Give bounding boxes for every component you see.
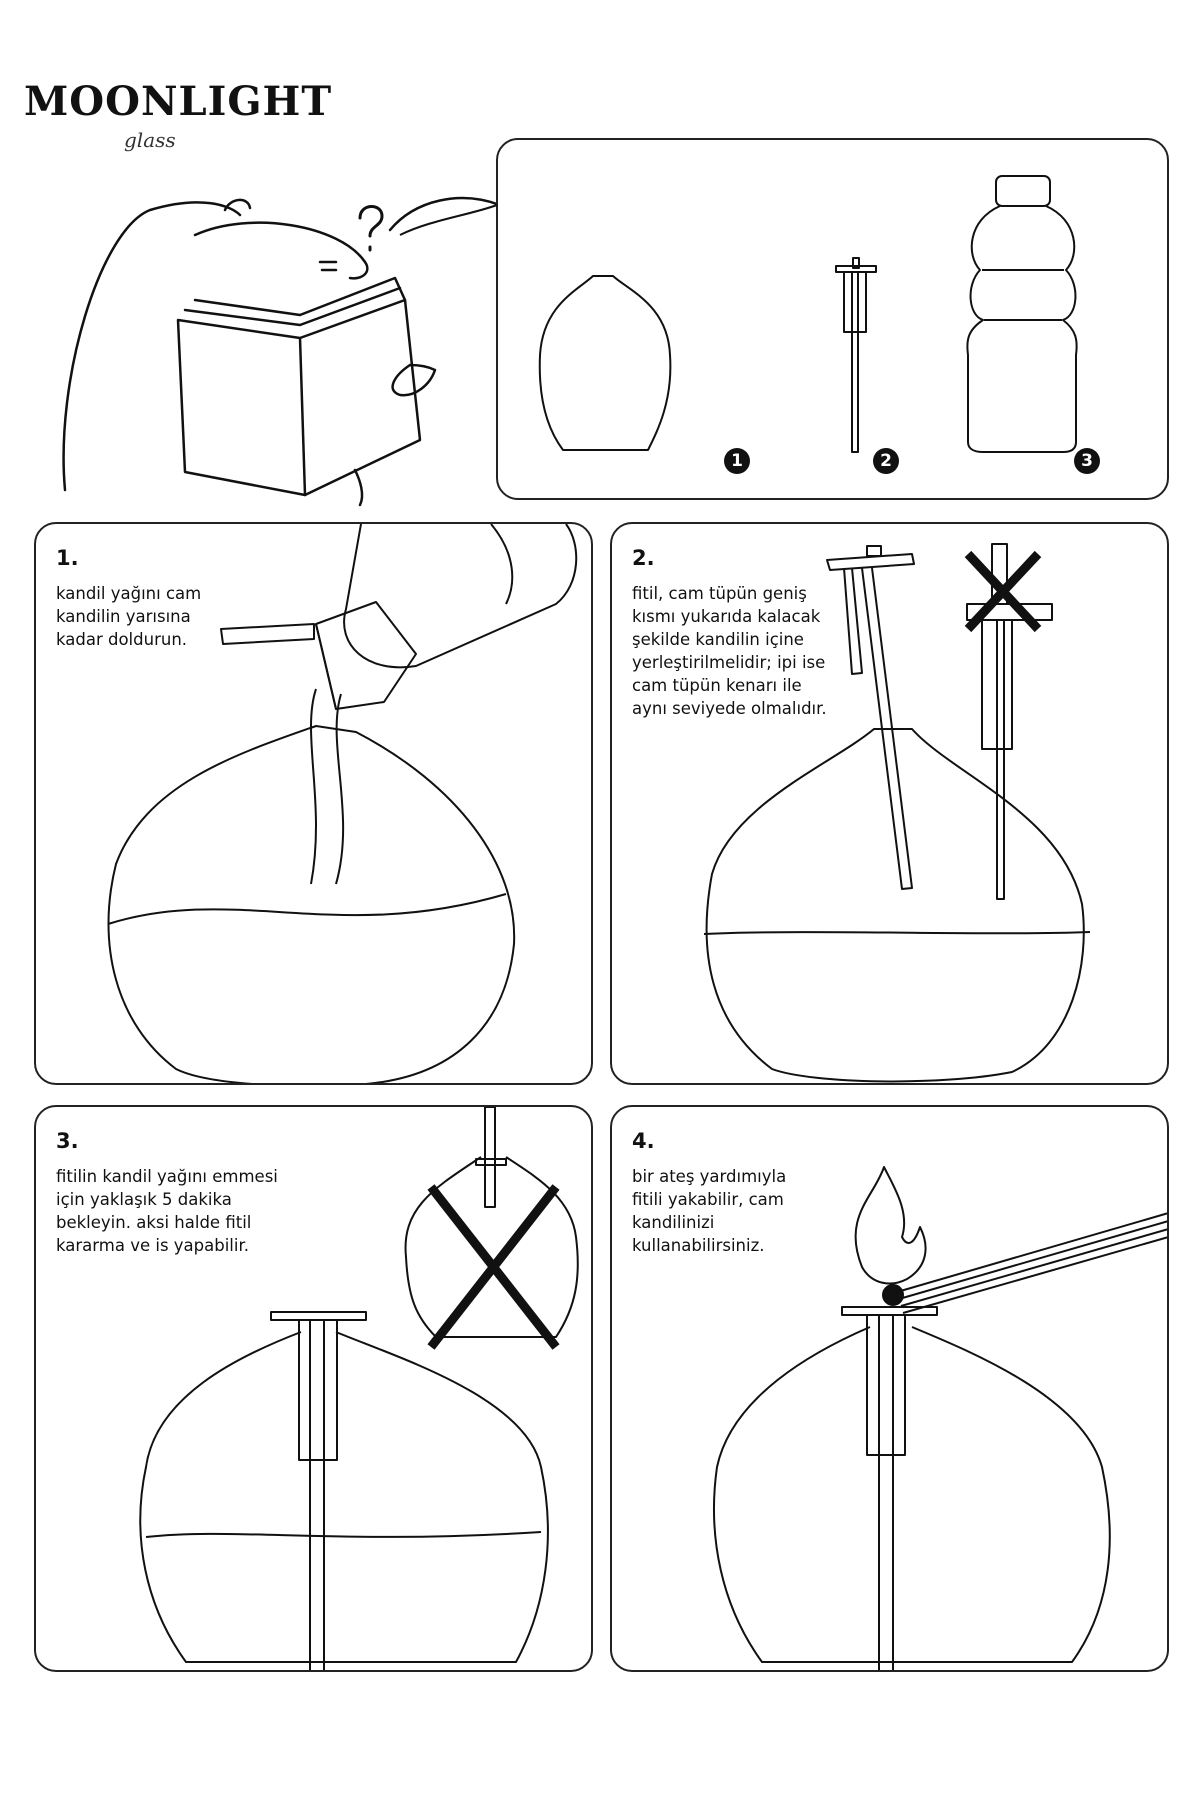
step-3-line: fitilin kandil yağını emmesi <box>56 1167 278 1186</box>
step-1-number: 1. <box>56 546 79 570</box>
step-2-text: fitil, cam tüpün geniş kısmı yukarıda ka… <box>632 582 882 720</box>
step-2-illustration <box>703 543 1091 1083</box>
step-3-text: fitilin kandil yağını emmesi için yaklaş… <box>56 1165 306 1257</box>
flame-icon <box>854 1166 927 1285</box>
step-4-text: bir ateş yardımıyla fitili yakabilir, ca… <box>632 1165 882 1257</box>
brand-sub: glass <box>124 128 176 152</box>
brand-logo: MOONLIGHT glass <box>24 78 333 153</box>
step-4-line: fitili yakabilir, cam <box>632 1190 784 1209</box>
step-1-panel: 1. kandil yağını cam kandilin yarısına k… <box>34 522 593 1085</box>
step-1-illustration <box>107 524 578 1083</box>
step-1-text: kandil yağını cam kandilin yarısına kada… <box>56 582 306 651</box>
step-4-line: kullanabilirsiniz. <box>632 1236 765 1255</box>
step-3-panel: 3. fitilin kandil yağını emmesi için yak… <box>34 1105 593 1672</box>
step-4-line: bir ateş yardımıyla <box>632 1167 787 1186</box>
step-3-line: kararma ve is yapabilir. <box>56 1236 249 1255</box>
marker-2: 2 <box>873 448 899 474</box>
step-3-line: için yaklaşık 5 dakika <box>56 1190 232 1209</box>
contents-speech-box: 1 2 3 <box>496 138 1169 500</box>
step-1-line: kandil yağını cam <box>56 584 202 603</box>
step-2-line: kısmı yukarıda kalacak <box>632 607 821 626</box>
step-3-illustration <box>139 1107 579 1670</box>
marker-1: 1 <box>724 448 750 474</box>
brand-name: MOONLIGHT <box>24 78 333 125</box>
step-2-line: yerleştirilmelidir; ipi ise <box>632 653 826 672</box>
tube-wick-icon <box>835 257 877 453</box>
step-4-panel: 4. bir ateş yardımıyla fitili yakabilir,… <box>610 1105 1169 1672</box>
step-3-line: bekleyin. aksi halde fitil <box>56 1213 252 1232</box>
step-4-illustration <box>713 1166 1167 1670</box>
lamp-icon <box>538 275 672 451</box>
step-4-number: 4. <box>632 1129 655 1153</box>
step-2-line: aynı seviyede olmalıdır. <box>632 699 827 718</box>
step-2-line: cam tüpün kenarı ile <box>632 676 802 695</box>
step-2-line: fitil, cam tüpün geniş <box>632 584 807 603</box>
step-2-number: 2. <box>632 546 655 570</box>
step-3-number: 3. <box>56 1129 79 1153</box>
contents-illustration <box>538 175 1078 453</box>
marker-3: 3 <box>1074 448 1100 474</box>
step-2-panel: 2. fitil, cam tüpün geniş kısmı yukarıda… <box>610 522 1169 1085</box>
step-2-line: şekilde kandilin içine <box>632 630 804 649</box>
step-1-line: kandilin yarısına <box>56 607 191 626</box>
step-4-line: kandilinizi <box>632 1213 715 1232</box>
step-1-line: kadar doldurun. <box>56 630 188 649</box>
oil-bottle-icon <box>966 175 1078 453</box>
